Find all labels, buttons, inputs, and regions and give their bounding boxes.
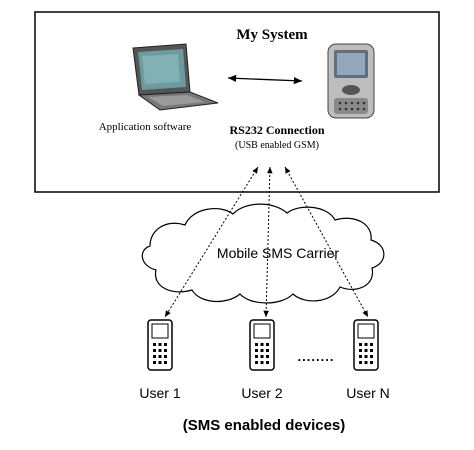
gsm-phone-icon [327, 43, 375, 119]
connection-sub-label: (USB enabled GSM) [235, 140, 319, 151]
laptop-label: Application software [99, 121, 192, 133]
local-connection-arrow [227, 74, 303, 85]
user-2-phone-icon [249, 319, 275, 371]
sms-link-user-n [284, 166, 369, 318]
user-2-label: User 2 [241, 385, 282, 401]
user-n-phone-icon [353, 319, 379, 371]
user-n-label: User N [346, 385, 390, 401]
devices-caption: (SMS enabled devices) [183, 417, 346, 434]
laptop-icon [132, 43, 219, 111]
carrier-label: Mobile SMS Carrier [217, 245, 339, 261]
system-title: My System [236, 27, 308, 43]
user-1-label: User 1 [139, 385, 180, 401]
sms-link-user-1 [164, 166, 259, 318]
user-1-phone-icon [147, 319, 173, 371]
sms-link-user-2 [263, 166, 273, 318]
connection-label: RS232 Connection [229, 123, 324, 137]
user-ellipsis: ........ [298, 349, 335, 364]
